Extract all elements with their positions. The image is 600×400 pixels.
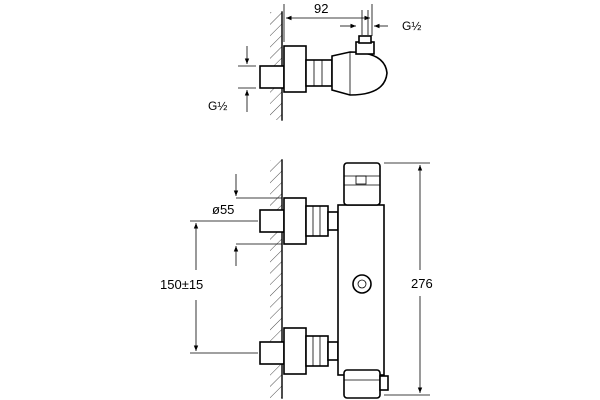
dim-width-92: 92 bbox=[314, 1, 328, 16]
top-view: 92 G½ G½ bbox=[208, 1, 421, 121]
flange-top bbox=[283, 45, 307, 93]
front-view: ø55 150±15 276 bbox=[160, 159, 433, 399]
dim-height-276: 276 bbox=[411, 276, 433, 291]
top-cap-marker bbox=[355, 175, 367, 185]
lower-union-nut bbox=[305, 335, 329, 367]
upper-union-nut bbox=[305, 205, 329, 237]
lower-flange bbox=[283, 327, 307, 375]
lower-inlet-stub bbox=[259, 341, 285, 365]
union-nut-top bbox=[305, 59, 333, 87]
inlet-stub-top bbox=[259, 65, 285, 89]
dim-spacing-150: 150±15 bbox=[160, 277, 203, 292]
thread-label-top: G½ bbox=[402, 19, 421, 33]
mixer-body-top bbox=[331, 51, 388, 96]
thread-label-left: G½ bbox=[208, 99, 227, 113]
dim-diameter-55: ø55 bbox=[212, 202, 234, 217]
bottom-cap bbox=[343, 369, 381, 399]
upper-inlet-stub bbox=[259, 209, 285, 233]
indicator-button bbox=[352, 274, 372, 294]
upper-flange bbox=[283, 197, 307, 245]
